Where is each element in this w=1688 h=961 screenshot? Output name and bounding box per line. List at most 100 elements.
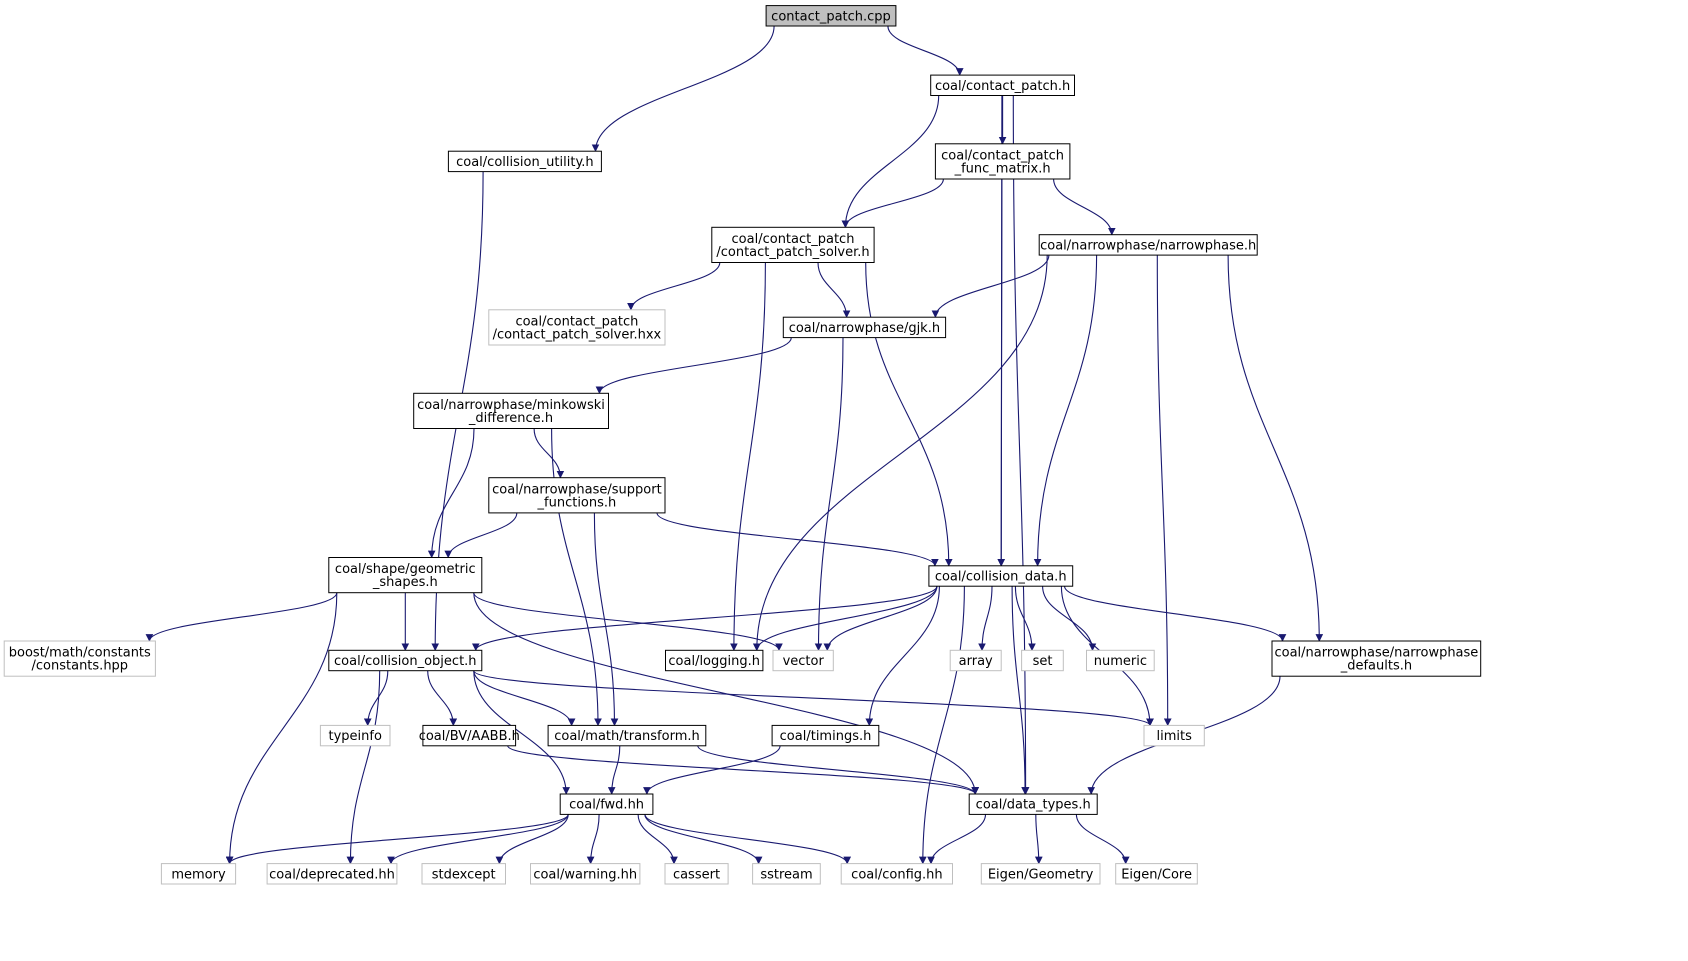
node-contact_patch_cpp[interactable]: contact_patch.cpp xyxy=(765,5,897,27)
node-label: coal/collision_data.h xyxy=(935,570,1067,585)
node-box xyxy=(3,640,156,677)
node-label: typeinfo xyxy=(328,729,381,744)
edge-transform_h-to-fwd_hh xyxy=(607,745,621,795)
node-collision_data_h[interactable]: coal/collision_data.h xyxy=(928,565,1074,587)
node-box xyxy=(547,724,707,747)
node-label: coal/collision_object.h xyxy=(334,654,477,669)
node-box xyxy=(930,74,1076,96)
node-label: coal/narrowphase/minkowski xyxy=(417,398,605,413)
node-label: set xyxy=(1033,654,1053,669)
node-label: numeric xyxy=(1094,654,1147,669)
node-label: coal/math/transform.h xyxy=(554,729,700,744)
node-box xyxy=(1086,649,1155,672)
edge-support_h-to-geometric_h xyxy=(444,512,518,559)
node-box xyxy=(559,793,654,815)
node-contact_patch_h[interactable]: coal/contact_patch.h xyxy=(930,74,1076,96)
node-box xyxy=(447,150,602,173)
node-label: coal/timings.h xyxy=(780,729,872,744)
node-box xyxy=(752,863,821,885)
node-box xyxy=(765,5,897,27)
edge-narrowphase_h-to-collision_data_h xyxy=(1033,255,1098,567)
node-transform_h[interactable]: coal/math/transform.h xyxy=(547,724,707,747)
edge-collision_object_h-to-limits xyxy=(473,670,1154,727)
node-gjk_h[interactable]: coal/narrowphase/gjk.h xyxy=(782,316,947,339)
edge-collision_data_h-to-config_hh xyxy=(918,586,965,865)
node-label: /contact_patch_solver.hxx xyxy=(493,327,662,342)
node-aabb_h[interactable]: coal/BV/AABB.h xyxy=(419,724,520,747)
node-solver_h[interactable]: coal/contact_patch/contact_patch_solver.… xyxy=(711,226,875,264)
node-memory: memory xyxy=(160,863,237,885)
node-box xyxy=(488,309,666,346)
node-collision_utility_h[interactable]: coal/collision_utility.h xyxy=(447,150,602,173)
node-box xyxy=(711,226,875,264)
edge-narrowphase_h-to-np_defaults_h xyxy=(1227,255,1324,642)
node-fwd_hh[interactable]: coal/fwd.hh xyxy=(559,793,654,815)
node-support_h[interactable]: coal/narrowphase/support_functions.h xyxy=(488,477,666,514)
node-deprecated_hh: coal/deprecated.hh xyxy=(266,863,398,885)
edge-solver_h-to-logging_h xyxy=(730,262,766,652)
node-box xyxy=(1271,640,1482,677)
node-box xyxy=(328,557,483,594)
node-label: /constants.hpp xyxy=(32,659,129,674)
node-label: vector xyxy=(783,654,825,669)
node-box xyxy=(413,392,610,429)
edge-collision_data_h-to-collision_object_h xyxy=(472,585,938,652)
node-label: _functions.h xyxy=(537,495,617,510)
edge-narrowphase_h-to-limits xyxy=(1156,255,1172,727)
edge-collision_data_h-to-array xyxy=(978,586,993,652)
node-label: Eigen/Core xyxy=(1121,867,1192,882)
edge-collision_object_h-to-transform_h xyxy=(473,670,576,727)
node-label: array xyxy=(959,654,993,669)
node-data_types_h[interactable]: coal/data_types.h xyxy=(968,793,1098,815)
node-label: coal/fwd.hh xyxy=(569,798,644,813)
node-label: stdexcept xyxy=(432,867,496,882)
edge-data_types_h-to-config_hh xyxy=(927,814,987,865)
edge-collision_data_h-to-np_defaults_h xyxy=(1064,586,1287,642)
edge-collision_data_h-to-timings_h xyxy=(865,586,940,727)
edge-minkowski_h-to-transform_h xyxy=(551,428,602,727)
node-minkowski_h[interactable]: coal/narrowphase/minkowski_difference.h xyxy=(413,392,610,429)
node-label: /contact_patch_solver.h xyxy=(716,245,869,260)
node-numeric: numeric xyxy=(1086,649,1155,672)
node-label: _func_matrix.h xyxy=(954,161,1051,176)
node-label: coal/contact_patch xyxy=(941,148,1064,163)
edges-layer xyxy=(145,25,1324,865)
edge-func_matrix_h-to-collision_data_h xyxy=(997,178,1006,567)
node-collision_object_h[interactable]: coal/collision_object.h xyxy=(328,649,483,672)
node-eigen_geometry: Eigen/Geometry xyxy=(980,863,1101,885)
node-label: coal/config.hh xyxy=(851,867,942,882)
edge-data_types_h-to-eigen_geometry xyxy=(1034,814,1043,865)
edge-data_types_h-to-eigen_core xyxy=(1075,814,1130,865)
edge-minkowski_h-to-support_h xyxy=(533,428,565,479)
edge-fwd_hh-to-warning_hh xyxy=(586,814,600,865)
node-box xyxy=(771,724,880,747)
node-box xyxy=(980,863,1101,885)
node-box xyxy=(664,863,729,885)
node-solver_hxx: coal/contact_patch/contact_patch_solver.… xyxy=(488,309,666,346)
node-logging_h[interactable]: coal/logging.h xyxy=(665,649,764,672)
node-np_defaults_h[interactable]: coal/narrowphase/narrowphase_defaults.h xyxy=(1271,640,1482,677)
node-box xyxy=(934,143,1071,180)
node-timings_h[interactable]: coal/timings.h xyxy=(771,724,880,747)
node-stdexcept: stdexcept xyxy=(421,863,506,885)
node-eigen_core: Eigen/Core xyxy=(1115,863,1198,885)
edge-contact_patch_cpp-to-collision_utility_h xyxy=(591,25,775,152)
node-geometric_h[interactable]: coal/shape/geometric_shapes.h xyxy=(328,557,483,594)
node-vector: vector xyxy=(772,649,834,672)
node-box xyxy=(949,649,1002,672)
node-box xyxy=(782,316,947,339)
node-warning_hh: coal/warning.hh xyxy=(530,863,641,885)
node-array: array xyxy=(949,649,1002,672)
node-label: coal/contact_patch xyxy=(732,232,855,247)
node-box xyxy=(421,863,506,885)
node-typeinfo: typeinfo xyxy=(319,724,391,747)
node-boost_constants: boost/math/constants/constants.hpp xyxy=(3,640,156,677)
node-box xyxy=(266,863,398,885)
node-narrowphase_h[interactable]: coal/narrowphase/narrowphase.h xyxy=(1038,234,1258,256)
edge-solver_h-to-solver_hxx xyxy=(627,262,721,311)
edge-support_h-to-collision_data_h xyxy=(656,512,939,567)
edge-collision_object_h-to-typeinfo xyxy=(363,670,389,727)
node-box xyxy=(160,863,237,885)
node-func_matrix_h[interactable]: coal/contact_patch_func_matrix.h xyxy=(934,143,1071,180)
